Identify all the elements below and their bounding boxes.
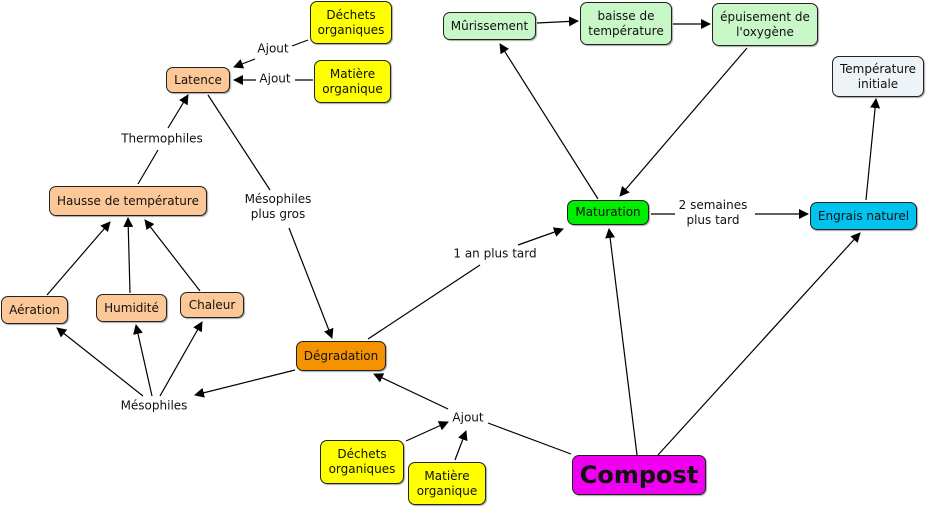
link-label-ajout: Ajout xyxy=(255,41,291,57)
link-label-2-semaines-plus-tard: 2 semaines plus tard xyxy=(676,198,750,228)
node-engrais-naturel[interactable]: Engrais naturel xyxy=(810,202,917,230)
node-baisse-de-temperature[interactable]: baisse de température xyxy=(580,2,672,45)
node-hausse-de-temperature[interactable]: Hausse de température xyxy=(49,186,207,216)
node-temperature-initiale[interactable]: Température initiale xyxy=(832,56,924,97)
link-label-ajout-bottom: Ajout xyxy=(450,410,486,426)
link-ajout-latence xyxy=(233,58,256,69)
node-murissement[interactable]: Mûrissement xyxy=(443,12,536,40)
link-label-mesophiles: Mésophiles xyxy=(118,398,190,414)
link-label-mesophiles-plus-gros: Mésophiles plus gros xyxy=(242,192,314,222)
node-compost[interactable]: Compost xyxy=(572,455,706,495)
node-degradation[interactable]: Dégradation xyxy=(296,341,386,371)
link-maturation-murissement xyxy=(499,43,599,200)
node-humidite[interactable]: Humidité xyxy=(96,294,167,322)
link-ajout-degradation xyxy=(373,373,449,410)
link-epuisement-maturation xyxy=(619,47,748,197)
link-degradation-1an xyxy=(367,264,481,340)
link-engrais-temperature xyxy=(865,98,881,201)
node-chaleur[interactable]: Chaleur xyxy=(180,292,244,318)
link-degradation-meso xyxy=(194,369,296,398)
link-label-thermophiles: Thermophiles xyxy=(119,131,205,147)
node-matiere-organique-top[interactable]: Matière organique xyxy=(314,60,391,103)
node-matiere-organique-bottom[interactable]: Matière organique xyxy=(408,462,486,505)
link-murissement-baisse xyxy=(536,16,579,27)
link-label-1-an-plus-tard: 1 an plus tard xyxy=(451,246,539,262)
link-meso-humidite xyxy=(133,324,153,397)
link-label-ajout: Ajout xyxy=(257,71,293,87)
node-epuisement-oxygene[interactable]: épuisement de l'oxygène xyxy=(712,3,818,46)
node-latence[interactable]: Latence xyxy=(166,67,230,93)
node-dechets-organiques-bottom[interactable]: Déchets organiques xyxy=(320,440,404,484)
link-latence-mesogros xyxy=(207,94,271,191)
link-chaleur-hausse xyxy=(144,219,201,292)
link-thermo-latence xyxy=(167,94,189,129)
link-1an-maturation xyxy=(517,227,564,246)
link-matiere-ajout-bottom xyxy=(454,430,468,461)
link-compost-ajout xyxy=(487,422,572,455)
link-mesogros-degradation xyxy=(288,227,334,339)
link-aeration-hausse xyxy=(46,221,111,296)
link-meso-chaleur xyxy=(159,321,203,397)
link-meso-aeration xyxy=(56,327,144,397)
node-maturation[interactable]: Maturation xyxy=(567,200,649,225)
link-humidite-hausse xyxy=(123,217,134,294)
link-dechets-ajout xyxy=(291,39,309,47)
link-dechets-ajout-bottom xyxy=(405,421,449,442)
node-aeration[interactable]: Aération xyxy=(1,296,68,324)
link-compost-engrais xyxy=(657,232,861,456)
node-dechets-organiques-top[interactable]: Déchets organiques xyxy=(310,1,392,44)
link-compost-maturation xyxy=(605,228,638,456)
link-hausse-thermo xyxy=(137,149,159,185)
